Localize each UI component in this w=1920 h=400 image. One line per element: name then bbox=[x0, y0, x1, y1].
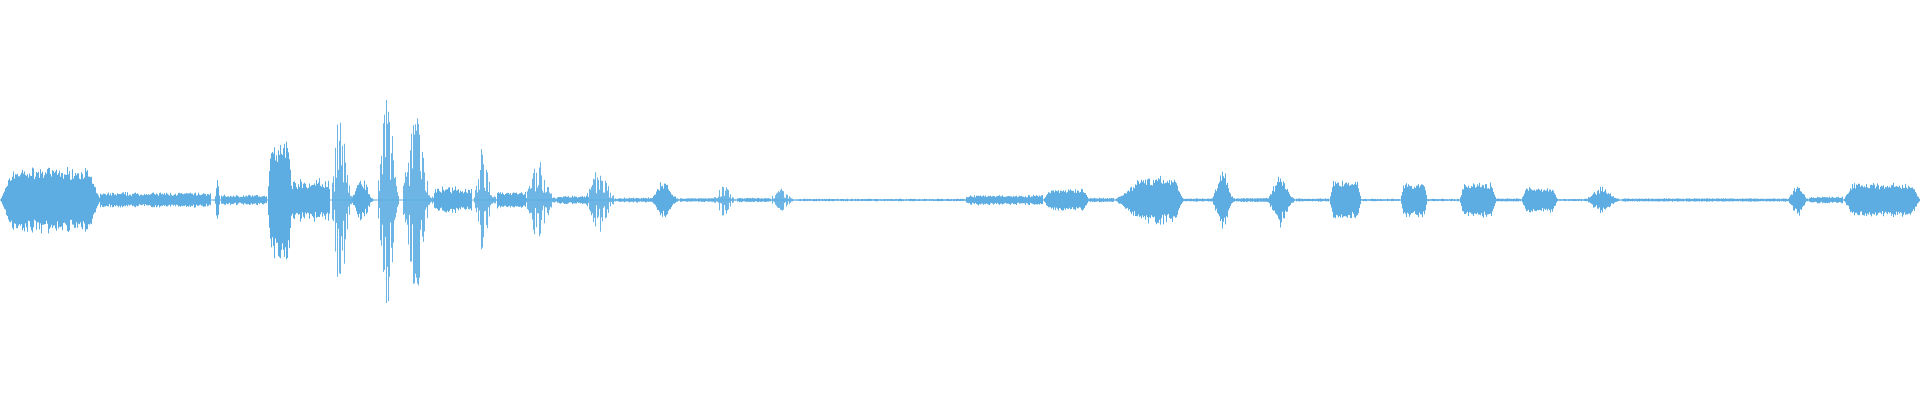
waveform-burst bbox=[0, 167, 100, 234]
waveform-burst bbox=[353, 180, 374, 221]
waveform-burst bbox=[1557, 198, 1588, 202]
waveform-burst bbox=[1296, 198, 1329, 202]
waveform-bursts bbox=[0, 100, 1920, 303]
waveform-burst bbox=[586, 172, 618, 232]
waveform-burst bbox=[1361, 198, 1400, 202]
waveform-burst bbox=[1789, 186, 1809, 216]
waveform-burst bbox=[434, 186, 472, 213]
waveform-burst bbox=[1114, 175, 1183, 225]
waveform-burst bbox=[267, 141, 292, 260]
waveform-burst bbox=[1521, 187, 1557, 213]
waveform-burst bbox=[557, 195, 588, 205]
waveform-burst bbox=[1236, 197, 1269, 203]
waveform-burst bbox=[100, 192, 211, 208]
waveform-burst bbox=[497, 192, 526, 209]
waveform-burst bbox=[474, 149, 497, 250]
waveform-burst bbox=[292, 178, 330, 222]
waveform-burst bbox=[737, 197, 770, 203]
waveform-burst bbox=[770, 188, 797, 211]
waveform-burst bbox=[618, 197, 653, 203]
waveform-burst bbox=[1329, 180, 1361, 219]
waveform-burst bbox=[1043, 188, 1089, 211]
waveform-burst bbox=[653, 182, 680, 218]
waveform-burst bbox=[1269, 176, 1296, 228]
waveform-burst bbox=[1622, 198, 1789, 202]
waveform-burst bbox=[1400, 183, 1427, 218]
waveform-burst bbox=[526, 162, 557, 237]
waveform-burst bbox=[1183, 198, 1213, 202]
waveform-burst bbox=[1843, 182, 1920, 217]
waveform-burst bbox=[1213, 171, 1236, 229]
waveform-burst bbox=[680, 198, 714, 202]
waveform-burst bbox=[797, 198, 966, 202]
waveform-burst bbox=[1809, 196, 1843, 204]
waveform-burst bbox=[714, 186, 737, 216]
waveform-burst bbox=[1427, 198, 1459, 202]
waveform-burst bbox=[1089, 197, 1114, 203]
waveform-burst bbox=[221, 194, 267, 206]
waveform-burst bbox=[213, 180, 221, 219]
waveform-burst bbox=[332, 122, 353, 277]
waveform-burst bbox=[1459, 182, 1496, 218]
waveform-burst bbox=[1588, 186, 1622, 214]
waveform-burst bbox=[1496, 198, 1521, 202]
waveform-burst bbox=[966, 194, 1043, 206]
waveform-burst bbox=[378, 100, 399, 303]
waveform-burst bbox=[403, 118, 434, 286]
